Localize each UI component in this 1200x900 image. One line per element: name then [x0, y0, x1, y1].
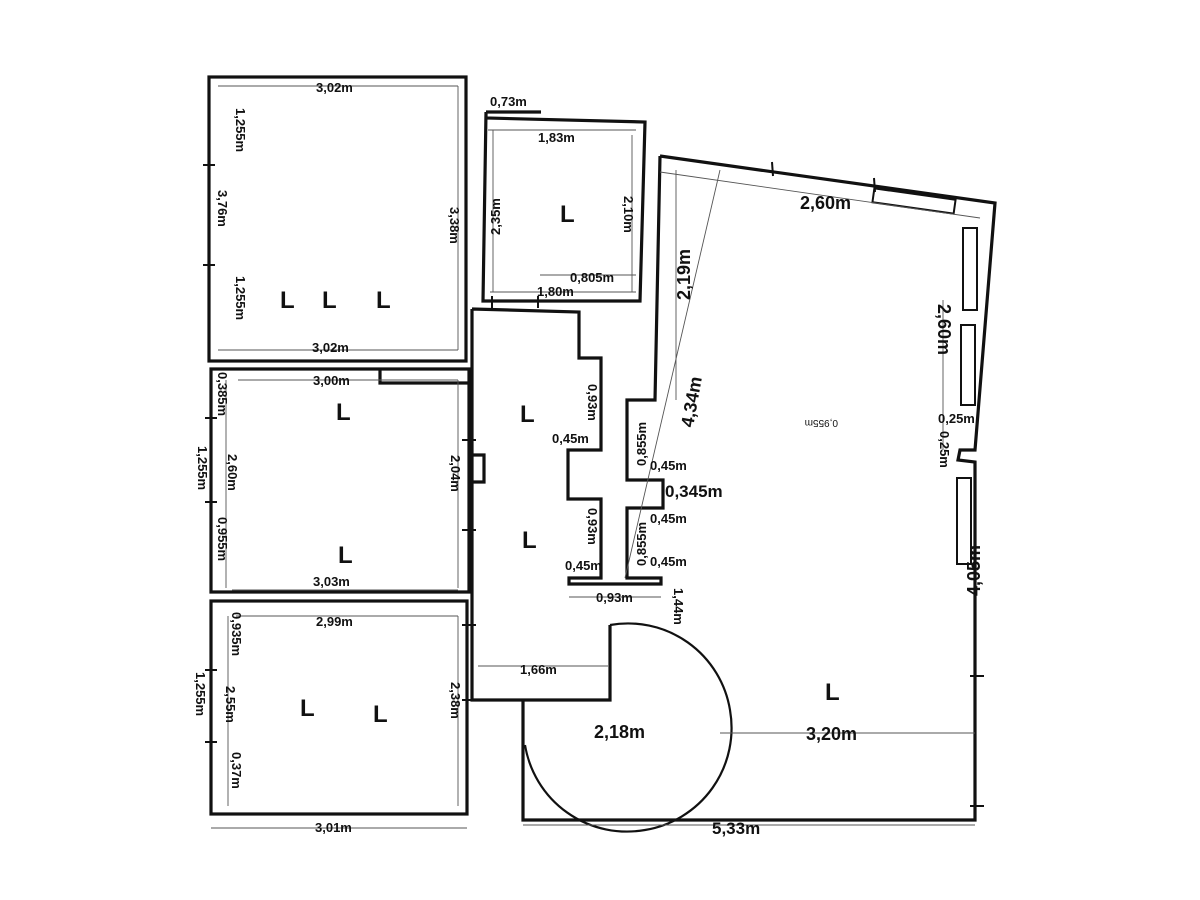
dim-label: 2,60m [934, 304, 954, 355]
dim-label: 3,02m [316, 80, 353, 95]
room-mark: L [338, 542, 353, 569]
dim-label: 4,05m [964, 545, 984, 596]
dim-label: 0,935m [229, 612, 244, 656]
dim-label: 0,345m [665, 482, 723, 501]
dim-label: 3,38m [447, 207, 462, 244]
dim-label: 0,93m [585, 508, 600, 545]
dim-label: 4,34m [677, 375, 706, 429]
dim-label: 3,00m [313, 373, 350, 388]
room1-walls [207, 75, 468, 363]
room-mark: L [522, 527, 537, 554]
dim-label: 0,385m [215, 372, 230, 416]
dim-label: 0,45m [650, 554, 687, 569]
dim-label: 1,83m [538, 130, 575, 145]
dim-label: 0,25m [938, 411, 975, 426]
room-mark: L [520, 401, 535, 428]
windows [871, 187, 978, 565]
dim-label: 2,38m [448, 682, 463, 719]
dim-label: 0,73m [490, 94, 527, 109]
dim-label: 1,80m [537, 284, 574, 299]
window-right-3 [956, 477, 972, 565]
room3-walls [209, 599, 469, 816]
living-room-walls [521, 154, 997, 822]
room2-walls [209, 367, 471, 594]
room-mark: L [825, 679, 840, 706]
dim-label: 0,93m [596, 590, 633, 605]
dim-label: 3,20m [806, 724, 857, 744]
dim-label: 0,855m [634, 422, 649, 466]
balcony-arc [523, 622, 733, 833]
dim-label: 0,855m [634, 522, 649, 566]
room-mark: L [336, 399, 351, 426]
dim-label: 0,25m [937, 431, 952, 468]
window-right-1 [962, 227, 978, 311]
dim-label: 2,18m [594, 722, 645, 742]
dim-label: 2,60m [225, 454, 240, 491]
dim-label: 0,955m [215, 517, 230, 561]
dim-label: 3,01m [315, 820, 352, 835]
room-marks: L L L L L L L L L L L [280, 201, 840, 728]
dim-label: 0,45m [565, 558, 602, 573]
walls [207, 75, 997, 833]
dim-label: 3,03m [313, 574, 350, 589]
dim-label: 5,33m [712, 819, 760, 838]
tick-marks [203, 161, 984, 807]
room-mark: L [560, 201, 575, 228]
dim-label: 0,45m [650, 511, 687, 526]
room-mark: L [280, 287, 295, 314]
dim-label: 0,45m [552, 431, 589, 446]
room-mark: L [300, 695, 315, 722]
dim-label: 2,60m [800, 193, 851, 213]
dim-label: 0,93m [585, 384, 600, 421]
window-right-2 [960, 324, 976, 406]
room-mark: L [376, 287, 391, 314]
dim-label: 1,66m [520, 662, 557, 677]
dim-label: 2,99m [316, 614, 353, 629]
dim-label: 2,55m [223, 686, 238, 723]
dim-label: 0,955m [805, 417, 838, 428]
dim-label: 2,19m [674, 249, 694, 300]
dimension-lines [211, 85, 981, 829]
room-mark: L [322, 287, 337, 314]
dim-label: 0,37m [229, 752, 244, 789]
dim-label: 2,35m [488, 198, 503, 235]
dim-label: 1,255m [193, 672, 208, 716]
dim-label: 2,10m [621, 196, 636, 233]
dim-label: 0,45m [650, 458, 687, 473]
dimension-labels: 3,02m 1,255m 3,76m 1,255m 3,38m 3,02m 3,… [193, 80, 984, 838]
kitchen-walls [481, 110, 647, 303]
corridor-walls [470, 155, 665, 702]
dim-label: 3,02m [312, 340, 349, 355]
dim-label: 3,76m [215, 190, 230, 227]
room-mark: L [373, 701, 388, 728]
dim-label: 2,04m [448, 455, 463, 492]
dim-label: 1,255m [195, 446, 210, 490]
dim-label: 1,44m [671, 588, 686, 625]
dim-label: 1,255m [233, 108, 248, 152]
dim-label: 1,255m [233, 276, 248, 320]
dim-label: 0,805m [570, 270, 614, 285]
